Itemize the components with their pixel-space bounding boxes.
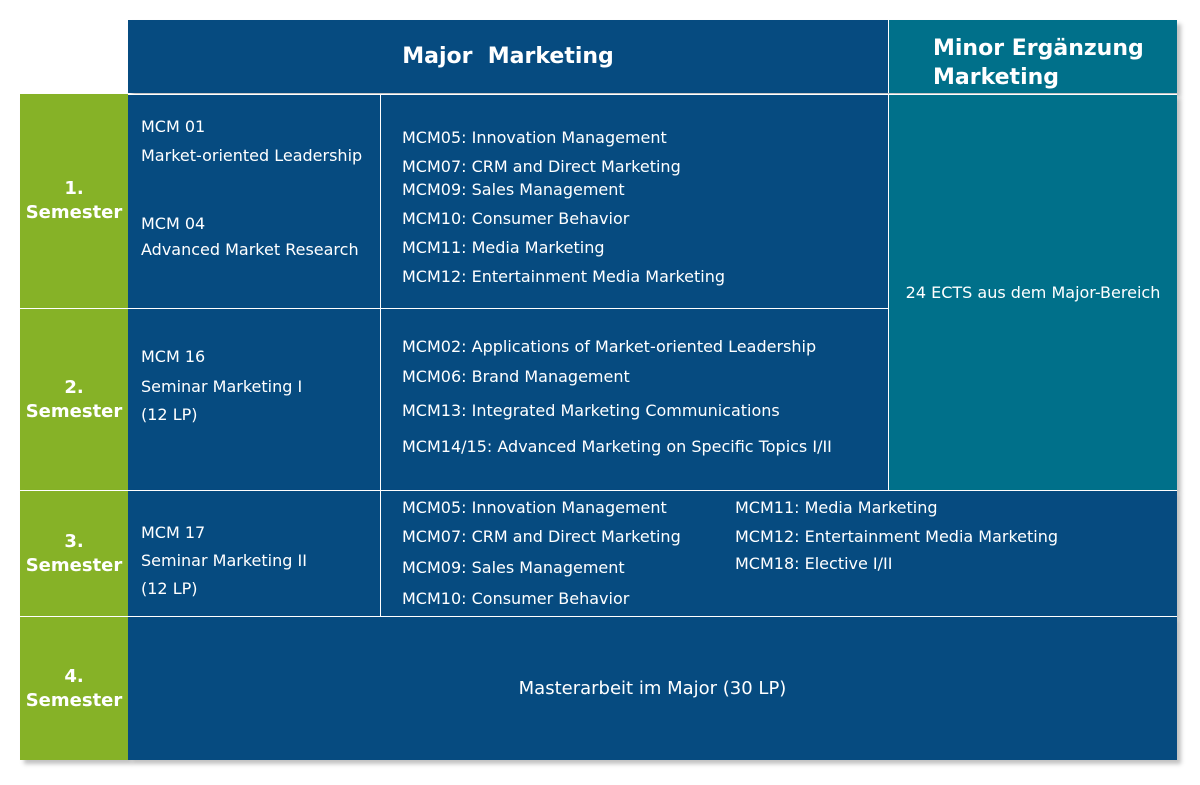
sem3-core-credits: (12 LP) xyxy=(141,579,198,598)
sem1-elective: MCM11: Media Marketing xyxy=(402,238,605,257)
divider-core-electives xyxy=(380,94,381,616)
sem3-elective: MCM07: CRM and Direct Marketing xyxy=(402,527,681,546)
semester-label-1: 1. Semester xyxy=(20,94,128,308)
sem2-core-code: MCM 16 xyxy=(141,347,206,366)
sem1-elective: MCM10: Consumer Behavior xyxy=(402,209,630,228)
thesis-block: Masterarbeit im Major (30 LP) xyxy=(128,616,1177,760)
minor-block: 24 ECTS aus dem Major-Bereich xyxy=(888,94,1177,490)
sem3-elective: MCM10: Consumer Behavior xyxy=(402,589,630,608)
sem1-elective: MCM12: Entertainment Media Marketing xyxy=(402,267,726,286)
thesis-text: Masterarbeit im Major (30 LP) xyxy=(518,678,787,699)
sem1-core-title-1: Market-oriented Leadership xyxy=(141,146,363,165)
sem1-elective: MCM05: Innovation Management xyxy=(402,128,667,147)
semester-word: Semester xyxy=(25,689,123,711)
semester-number: 2. xyxy=(64,376,84,398)
sem1-elective: MCM09: Sales Management xyxy=(402,180,625,199)
sem1-core-title-2: Advanced Market Research xyxy=(141,240,359,259)
semester-label-4: 4. Semester xyxy=(20,616,128,760)
divider-sem1-sem2 xyxy=(128,308,888,309)
sem3-elective: MCM09: Sales Management xyxy=(402,558,625,577)
sem3-elective: MCM05: Innovation Management xyxy=(402,498,667,517)
sem3-elective: MCM18: Elective I/II xyxy=(735,554,893,573)
sem1-elective: MCM07: CRM and Direct Marketing xyxy=(402,157,681,176)
major-title: Major Marketing xyxy=(402,44,614,69)
semester-number: 4. xyxy=(64,665,84,687)
major-header: Major Marketing xyxy=(128,20,888,93)
minor-header: Minor Ergänzung Marketing xyxy=(888,20,1177,93)
sem2-elective: MCM14/15: Advanced Marketing on Specific… xyxy=(402,437,832,456)
sem1-core-code-1: MCM 01 xyxy=(141,117,206,136)
sem2-core-title: Seminar Marketing I xyxy=(141,377,303,396)
semester-number: 3. xyxy=(64,530,84,552)
sem2-elective: MCM02: Applications of Market-oriented L… xyxy=(402,337,817,356)
sem2-core-credits: (12 LP) xyxy=(141,405,198,424)
sem3-core-code: MCM 17 xyxy=(141,523,206,542)
sem1-core-code-2: MCM 04 xyxy=(141,214,206,233)
semester-word: Semester xyxy=(25,202,123,223)
minor-ects-text: 24 ECTS aus dem Major-Bereich xyxy=(905,283,1161,302)
sem3-core-title: Seminar Marketing II xyxy=(141,551,307,570)
minor-title-line1: Minor Ergänzung xyxy=(933,36,1144,61)
semester-word: Semester xyxy=(25,400,123,422)
semester-label-2: 2. Semester xyxy=(20,308,128,490)
semester-label-3: 3. Semester xyxy=(20,490,128,616)
sem2-elective: MCM13: Integrated Marketing Communicatio… xyxy=(402,401,780,420)
sem3-elective: MCM12: Entertainment Media Marketing xyxy=(735,527,1059,546)
semester-number: 1. xyxy=(64,178,84,199)
major-block-sem3 xyxy=(128,490,1177,616)
minor-title-line2: Marketing xyxy=(933,65,1060,90)
sem2-elective: MCM06: Brand Management xyxy=(402,367,630,386)
sem3-elective: MCM11: Media Marketing xyxy=(735,498,938,517)
semester-word: Semester xyxy=(25,554,123,576)
major-block-sem1-2 xyxy=(128,94,888,490)
